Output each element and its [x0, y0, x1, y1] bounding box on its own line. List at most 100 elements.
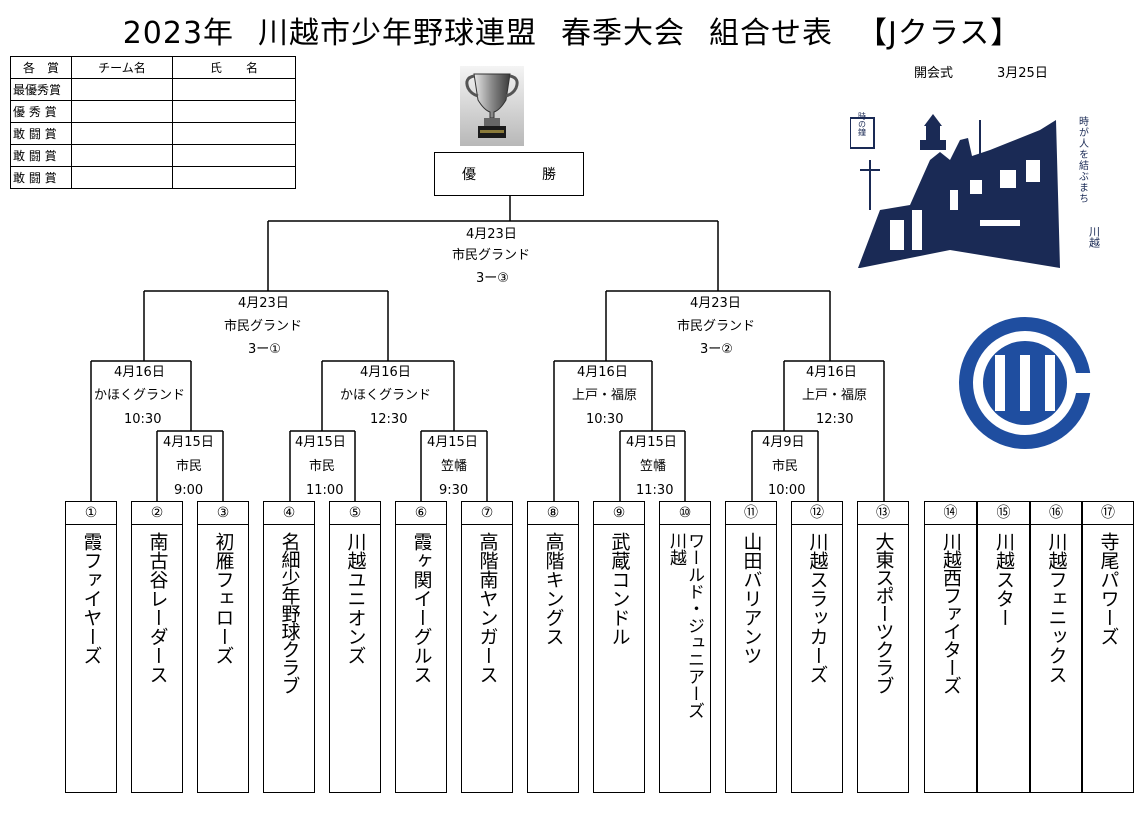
team-number: ⑨ [594, 502, 644, 525]
q1-venue: かほくグランド [94, 388, 186, 403]
awards-header-award: 各 賞 [10, 56, 72, 79]
semi-left-code: 3ー① [248, 342, 281, 357]
awards-header-team: チーム名 [71, 56, 173, 79]
team-number: ④ [264, 502, 314, 525]
team-name: 山田バリアンツ [740, 532, 763, 665]
award-person-cell [172, 122, 296, 145]
q1-time: 10:30 [124, 412, 162, 427]
team-number: ⑬ [858, 502, 908, 525]
team-number: ⑭ [925, 502, 976, 525]
art-signature: 川越 [1088, 226, 1101, 249]
team-number: ⑦ [462, 502, 512, 525]
award-person-cell [172, 100, 296, 123]
awards-row: 優 秀 賞 [10, 100, 296, 123]
q3-time: 10:30 [586, 412, 624, 427]
title-league: 川越市少年野球連盟 [258, 16, 538, 51]
q4-date: 4月16日 [806, 365, 857, 380]
award-person-cell [172, 166, 296, 189]
semi-right-date: 4月23日 [690, 296, 741, 311]
title-sheet: 組合せ表 [709, 16, 834, 51]
kawagoe-street-illustration: 時の鐘 時が人を結ぶまち 川越 [850, 112, 1101, 268]
awards-header-name: 氏 名 [172, 56, 296, 79]
r5-date: 4月9日 [762, 435, 805, 450]
team-number: ⑩ [660, 502, 710, 525]
team-name: 霞ヶ関イーグルス [410, 532, 433, 684]
team-number: ⑰ [1083, 502, 1133, 525]
team-box: ⑧ 高階キングス [527, 501, 579, 793]
team-name: 大東スポーツクラブ [872, 532, 895, 694]
awards-row: 最優秀賞 [10, 78, 296, 101]
art-sign-text: 時の鐘 [858, 112, 867, 136]
awards-row: 敢 闘 賞 [10, 166, 296, 189]
r5-time: 10:00 [768, 483, 806, 498]
r3-venue: 笠幡 [441, 459, 468, 474]
art-sign-board [850, 117, 875, 149]
page-title: 2023年川越市少年野球連盟春季大会組合せ表【Jクラス】 [0, 8, 1144, 52]
q3-venue: 上戸・福原 [572, 388, 638, 403]
award-team-cell [71, 166, 173, 189]
r5-venue: 市民 [772, 459, 799, 474]
team-name: 川越ワールド・ジュニアーズ [666, 532, 704, 719]
team-number: ⑯ [1031, 502, 1081, 525]
title-year: 2023年 [122, 16, 235, 51]
team-name: 霞ファイヤーズ [80, 532, 103, 665]
team-number: ⑮ [978, 502, 1029, 525]
award-label: 敢 闘 賞 [10, 122, 72, 145]
r2-date: 4月15日 [295, 435, 346, 450]
title-class: 【Jクラス】 [857, 16, 1022, 51]
opening-date: 3月25日 [997, 66, 1048, 81]
team-box: ④ 名細少年野球クラブ [263, 501, 315, 793]
award-person-cell [172, 144, 296, 167]
r1-date: 4月15日 [163, 435, 214, 450]
awards-row: 敢 闘 賞 [10, 144, 296, 167]
semi-left-venue: 市民グランド [224, 319, 303, 334]
team-name: 川越西ファイターズ [940, 532, 962, 694]
opening-ceremony: 開会式 3月25日 [914, 62, 1048, 81]
team-box: ⑪ 山田バリアンツ [725, 501, 777, 793]
award-person-cell [172, 78, 296, 101]
team-box: ⑬ 大東スポーツクラブ [857, 501, 909, 793]
final-code: 3ー③ [476, 271, 509, 286]
city-emblem-icon [959, 317, 1095, 449]
q4-venue: 上戸・福原 [802, 388, 868, 403]
team-name: 川越フェニックス [1045, 532, 1068, 684]
trophy-icon [460, 66, 524, 146]
q2-time: 12:30 [370, 412, 408, 427]
opening-label: 開会式 [914, 66, 954, 81]
team-number: ③ [198, 502, 248, 525]
team-number: ⑧ [528, 502, 578, 525]
semi-right-code: 3ー② [700, 342, 733, 357]
team-number: ② [132, 502, 182, 525]
r2-venue: 市民 [309, 459, 336, 474]
final-date: 4月23日 [466, 227, 517, 242]
final-venue: 市民グランド [452, 248, 531, 263]
team-name: 名細少年野球クラブ [278, 532, 301, 694]
award-team-cell [71, 78, 173, 101]
champion-box: 優 勝 [434, 152, 584, 196]
award-label: 優 秀 賞 [10, 100, 72, 123]
team-name: 南古谷レーダース [146, 532, 169, 684]
q3-date: 4月16日 [577, 365, 628, 380]
award-label: 敢 闘 賞 [10, 166, 72, 189]
r1-time: 9:00 [174, 483, 204, 498]
r1-venue: 市民 [176, 459, 203, 474]
team-name: 高階キングス [542, 532, 565, 646]
awards-header-row: 各 賞 チーム名 氏 名 [10, 56, 296, 79]
team-box: ⑩ 川越ワールド・ジュニアーズ [659, 501, 711, 793]
r3-time: 9:30 [439, 483, 469, 498]
team-name: 武蔵コンドル [608, 532, 631, 646]
team-name: 初雁フェローズ [212, 532, 235, 665]
award-team-cell [71, 122, 173, 145]
r4-time: 11:30 [636, 483, 674, 498]
award-label: 最優秀賞 [10, 78, 72, 101]
team-number: ⑪ [726, 502, 776, 525]
team-box: ⑨ 武蔵コンドル [593, 501, 645, 793]
award-team-cell [71, 100, 173, 123]
